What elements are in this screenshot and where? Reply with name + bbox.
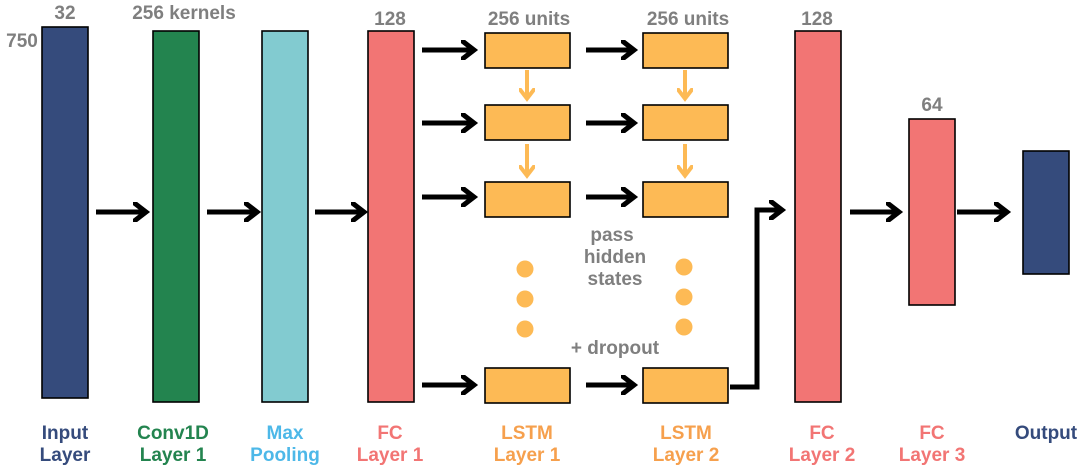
pass-hidden-states-line-1: pass [590,225,633,246]
fc1-units-label: 128 [374,9,406,30]
conv1d-layer-block [152,30,200,403]
lstm1-cell-3 [484,181,571,218]
caption-input-2: Layer [40,445,91,466]
caption-input-1: Input [42,423,89,444]
ellipsis-dot [516,320,534,338]
lstm2-units-label: 256 units [647,9,729,30]
caption-lstm1-2: Layer 1 [494,445,561,466]
ellipsis-dot [675,318,693,336]
lstm1-cell-2 [484,104,571,141]
lstm2-cell-1 [642,32,729,69]
input-width-label: 32 [54,3,75,24]
caption-output: Output [1015,423,1078,444]
caption-lstm2-1: LSTM [660,423,712,444]
caption-fc3-2: Layer 3 [899,445,966,466]
pass-hidden-states-line-3: states [588,269,643,290]
ellipsis-dot [516,290,534,308]
caption-fc3-1: FC [919,423,945,444]
lstm1-units-label: 256 units [488,9,570,30]
lstm1-cell-1 [484,32,571,69]
fc-layer-2-block [794,30,842,403]
dropout-label: + dropout [571,338,660,359]
lstm1-cell-last [484,367,571,404]
arrow-lstm2-to-fc2 [730,210,780,390]
caption-conv-1: Conv1D [137,423,209,444]
caption-lstm1-1: LSTM [501,423,553,444]
input-height-label: 750 [6,31,38,52]
max-pooling-block [261,30,309,403]
caption-fc1-1: FC [377,423,403,444]
ellipsis-dot [675,258,693,276]
ellipsis-dot [675,288,693,306]
lstm2-cell-3 [642,181,729,218]
caption-fc1-2: Layer 1 [357,445,424,466]
fc3-units-label: 64 [921,95,943,116]
caption-fc2-1: FC [809,423,835,444]
caption-lstm2-2: Layer 2 [653,445,720,466]
caption-fc2-2: Layer 2 [789,445,856,466]
fc-layer-1-block [367,30,415,403]
caption-pool-2: Pooling [250,445,320,466]
fc-layer-3-block [908,118,956,306]
input-layer-block [41,26,89,399]
lstm2-cell-last [642,367,729,404]
fc2-units-label: 128 [801,9,833,30]
ellipsis-dot [516,260,534,278]
lstm2-cell-2 [642,104,729,141]
caption-pool-1: Max [267,423,304,444]
caption-conv-2: Layer 1 [140,445,207,466]
conv-kernels-label: 256 kernels [132,3,236,24]
pass-hidden-states-line-2: hidden [584,247,646,268]
output-layer-block [1022,150,1070,275]
